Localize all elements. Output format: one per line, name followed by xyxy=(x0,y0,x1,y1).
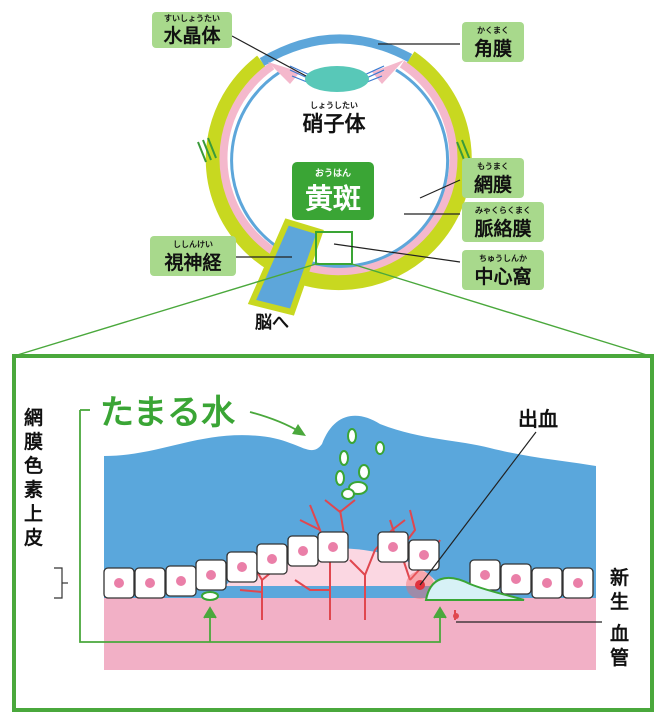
label-cornea: かくまく 角膜 xyxy=(462,22,524,62)
zoom-connector xyxy=(13,263,651,357)
rpe-cell xyxy=(408,539,440,571)
rpe-cell xyxy=(165,565,197,597)
rpe-cell xyxy=(287,535,319,567)
fovea-ruby: ちゅうしんか xyxy=(479,254,527,263)
migration-arrows xyxy=(79,409,447,643)
label-macula: おうはん 黄斑 xyxy=(292,162,374,220)
rpe-char: 網 xyxy=(24,406,43,429)
fluid-area xyxy=(104,415,596,598)
lens-shape xyxy=(305,66,369,92)
rpe-cell xyxy=(195,559,227,591)
rpe-cell xyxy=(469,559,501,591)
rpe-cells xyxy=(103,531,594,599)
fluid-arrow xyxy=(249,411,306,436)
floating-debris xyxy=(201,428,385,601)
rpe-cell xyxy=(226,551,258,583)
label-fovea: ちゅうしんか 中心窩 xyxy=(462,250,544,290)
cornea-ruby: かくまく xyxy=(477,26,509,35)
fovea-label: 中心窩 xyxy=(474,265,531,288)
optic-nerve-shape xyxy=(247,218,324,316)
iris-right xyxy=(372,60,404,84)
rpe-char: 皮 xyxy=(24,526,43,549)
retina-ruby: もうまく xyxy=(477,162,509,171)
label-optic-nerve: ししんけい 視神経 xyxy=(150,236,236,276)
label-choroid: みゃくらくまく 脈絡膜 xyxy=(462,202,544,242)
choroid-ruby: みゃくらくまく xyxy=(475,206,531,215)
hemorrhage-label: 出血 xyxy=(518,407,558,431)
vitreous-label: 硝子体 xyxy=(303,112,367,136)
lens-ruby: すいしょうたい xyxy=(164,13,220,23)
rpe-cell xyxy=(500,563,532,595)
new-vessel-char: 生 xyxy=(610,590,629,613)
new-vessel-vertical-label: 新 生 血 管 xyxy=(610,566,629,669)
cornea-shape xyxy=(259,34,413,66)
neovascular-membrane xyxy=(424,576,525,601)
rpe-vertical-label: 網 膜 色 素 上 皮 xyxy=(23,406,43,549)
retina-label: 網膜 xyxy=(474,173,512,196)
macula-ruby: おうはん xyxy=(315,168,351,179)
choroid-label: 脈絡膜 xyxy=(474,217,531,240)
rpe-char: 膜 xyxy=(23,430,43,453)
label-lens: すいしょうたい 水晶体 xyxy=(152,12,232,48)
rpe-cell xyxy=(531,567,563,599)
label-retina: もうまく 網膜 xyxy=(462,158,524,198)
eye-muscle-left xyxy=(197,137,217,163)
rpe-bracket xyxy=(54,567,68,599)
rpe-cell xyxy=(377,531,409,563)
optic-nerve-ruby: ししんけい xyxy=(173,240,213,249)
rpe-char: 上 xyxy=(24,503,43,525)
hemorrhage-leader xyxy=(419,431,537,586)
label-vitreous: しょうしたい 硝子体 xyxy=(303,100,367,136)
fovea-zoom-box xyxy=(315,231,353,265)
rpe-cell xyxy=(562,567,594,599)
fluid-label: たまる水 xyxy=(100,393,236,433)
new-vessel-char: 新 xyxy=(610,566,629,589)
rpe-cell xyxy=(317,531,349,563)
choroid-tissue xyxy=(104,596,596,670)
new-vessel-char: 血 xyxy=(610,622,629,645)
macula-label: 黄斑 xyxy=(305,182,361,215)
sclera xyxy=(205,51,472,291)
eye-muscle-right xyxy=(456,139,471,163)
choroid-layer xyxy=(219,60,458,276)
eyeball xyxy=(197,34,472,316)
rpe-cell xyxy=(103,567,135,599)
new-vessel-marker xyxy=(453,613,459,619)
leader-lines xyxy=(231,35,461,263)
new-vessel-char: 管 xyxy=(610,646,629,669)
cornea-label: 角膜 xyxy=(474,37,512,60)
rpe-cell xyxy=(134,567,166,599)
optic-nerve-label: 視神経 xyxy=(163,251,222,274)
to-brain-label: 脳へ xyxy=(255,313,289,333)
iris-left xyxy=(268,62,300,84)
retina-layer xyxy=(230,68,450,268)
rpe-char: 色 xyxy=(24,454,43,477)
lens-label: 水晶体 xyxy=(163,24,221,47)
rpe-char: 素 xyxy=(24,478,43,501)
vitreous-ruby: しょうしたい xyxy=(310,100,358,110)
rpe-cell xyxy=(256,543,288,575)
